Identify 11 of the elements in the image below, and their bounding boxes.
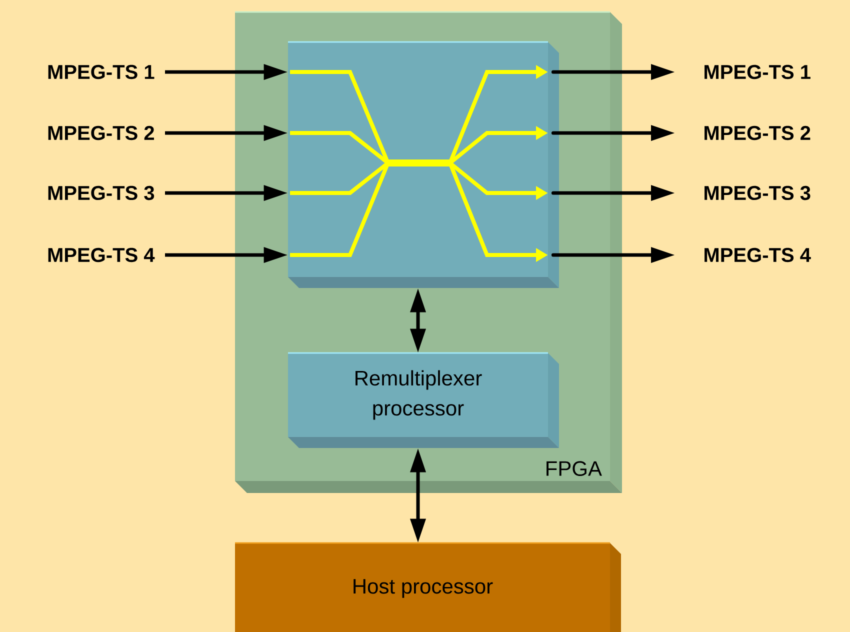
stream-label: MPEG-TS 2 [704, 126, 810, 140]
stream-label: MPEG-TS 3 [704, 186, 810, 200]
stream-label: MPEG-TS 1 [48, 64, 154, 80]
stream-label: MPEG-TS 2 [48, 126, 154, 140]
stream-label: MPEG-TS 4 [48, 248, 155, 262]
stream-label: MPEG-TS 4 [704, 248, 811, 262]
process-box: Remultiplexer processor [288, 352, 559, 448]
processor-box: Host processor [235, 542, 621, 632]
switch-box [288, 41, 559, 288]
stream-label: MPEG-TS 3 [48, 186, 154, 200]
stream-label: MPEG-TS 1 [704, 64, 810, 80]
